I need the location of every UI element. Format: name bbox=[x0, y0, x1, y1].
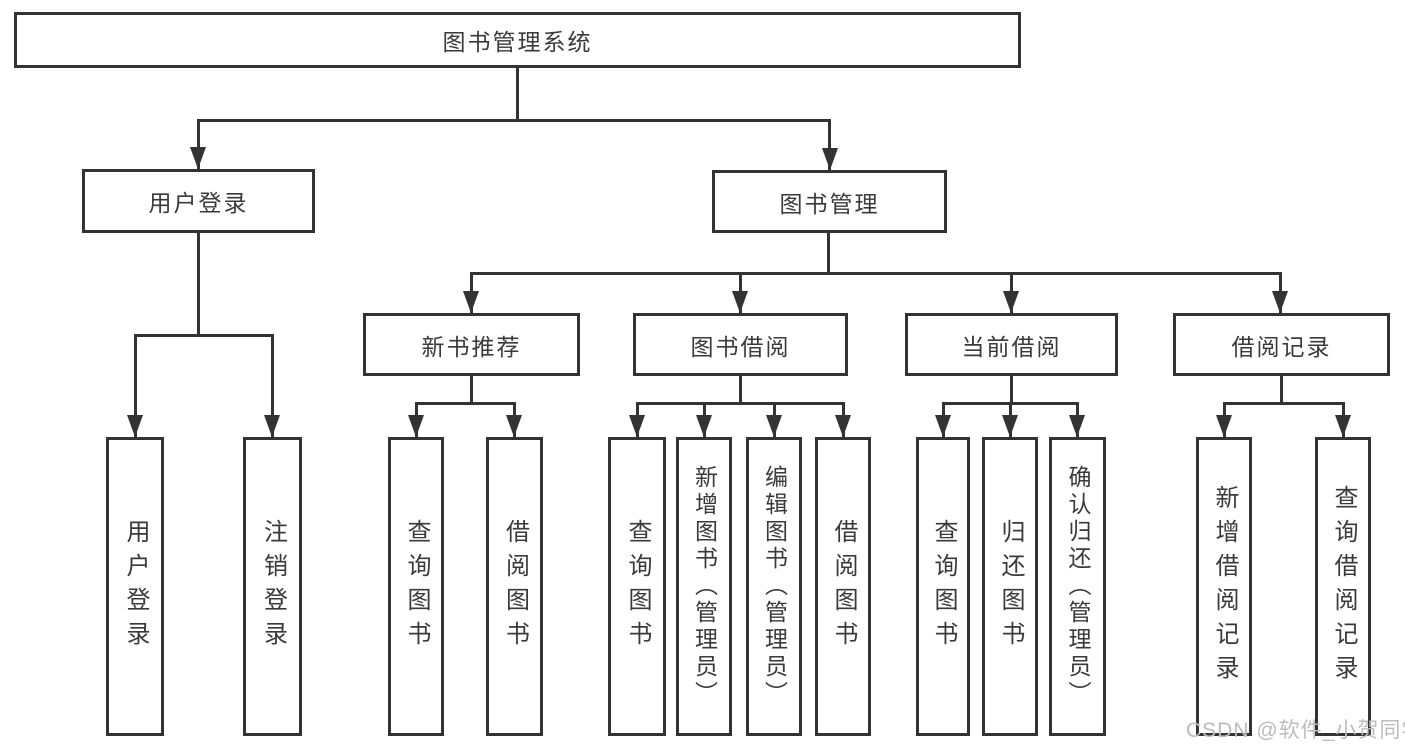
arrow-down-icon bbox=[835, 415, 851, 437]
connector-line bbox=[827, 233, 830, 275]
arrow-down-icon bbox=[822, 148, 838, 170]
leaf-edit-book-admin: 编辑图书（管理员） bbox=[746, 437, 802, 736]
leaf-confirm-return-admin: 确认归还（管理员） bbox=[1049, 437, 1106, 736]
node-label: 图书借阅 bbox=[690, 333, 791, 360]
arrow-down-icon bbox=[408, 415, 424, 437]
leaf-query-books-recommend: 查询图书 bbox=[388, 437, 444, 736]
leaf-borrow-books-recommend: 借阅图书 bbox=[486, 437, 543, 736]
leaf-label: 注销登录 bbox=[259, 518, 287, 655]
node-label: 新书推荐 bbox=[421, 333, 522, 360]
node-label: 用户登录 bbox=[148, 190, 249, 216]
connector-line bbox=[828, 119, 831, 170]
connector-line bbox=[271, 334, 274, 437]
connector-line bbox=[415, 402, 516, 405]
arrow-down-icon bbox=[766, 415, 782, 437]
leaf-add-book-admin: 新增图书（管理员） bbox=[676, 437, 732, 736]
connector-line bbox=[1223, 402, 1344, 405]
leaf-user-login: 用户登录 bbox=[106, 437, 164, 736]
connector-line bbox=[739, 376, 742, 405]
connector-line bbox=[197, 119, 830, 122]
node-user-login: 用户登录 bbox=[82, 169, 315, 233]
arrow-down-icon bbox=[506, 415, 522, 437]
arrow-down-icon bbox=[463, 291, 479, 313]
arrow-down-icon bbox=[1272, 291, 1288, 313]
arrow-down-icon bbox=[127, 415, 143, 437]
node-borrowing-records: 借阅记录 bbox=[1173, 313, 1390, 376]
arrow-down-icon bbox=[732, 291, 748, 313]
arrow-down-icon bbox=[190, 147, 206, 169]
connector-line bbox=[134, 334, 137, 437]
leaf-query-books-borrowing: 查询图书 bbox=[608, 437, 666, 736]
leaf-label: 新增借阅记录 bbox=[1211, 484, 1238, 689]
connector-line bbox=[1280, 376, 1283, 405]
arrow-down-icon bbox=[1003, 291, 1019, 313]
arrow-down-icon bbox=[696, 415, 712, 437]
leaf-label: 归还图书 bbox=[997, 518, 1024, 655]
connector-line bbox=[516, 68, 519, 122]
arrow-down-icon bbox=[264, 415, 280, 437]
leaf-return-books: 归还图书 bbox=[982, 437, 1038, 736]
connector-line bbox=[1010, 376, 1013, 405]
leaf-label: 借阅图书 bbox=[501, 518, 529, 655]
leaf-label: 确认归还（管理员） bbox=[1065, 465, 1091, 708]
connector-line bbox=[197, 233, 200, 337]
leaf-borrow-books: 借阅图书 bbox=[815, 437, 871, 736]
arrow-down-icon bbox=[629, 415, 645, 437]
connector-line bbox=[197, 119, 200, 169]
leaf-label: 新增图书（管理员） bbox=[691, 465, 718, 708]
node-book-management: 图书管理 bbox=[712, 170, 947, 233]
leaf-label: 查询图书 bbox=[624, 518, 651, 655]
node-book-borrowing: 图书借阅 bbox=[633, 313, 848, 376]
csdn-watermark: CSDN @软件_小贺同学 bbox=[1186, 719, 1405, 742]
connector-line bbox=[636, 402, 844, 405]
arrow-down-icon bbox=[1069, 415, 1085, 437]
arrow-down-icon bbox=[1335, 415, 1351, 437]
leaf-query-books-current: 查询图书 bbox=[916, 437, 970, 736]
node-current-borrowing: 当前借阅 bbox=[905, 313, 1118, 376]
leaf-label: 查询借阅记录 bbox=[1330, 484, 1357, 689]
leaf-query-borrow-record: 查询借阅记录 bbox=[1315, 437, 1371, 736]
connector-line bbox=[470, 376, 473, 405]
node-new-book-recommendation: 新书推荐 bbox=[363, 313, 580, 376]
connector-line bbox=[470, 272, 1282, 275]
leaf-logout: 注销登录 bbox=[243, 437, 302, 736]
leaf-label: 用户登录 bbox=[122, 518, 149, 655]
node-library-management-system: 图书管理系统 bbox=[14, 12, 1021, 68]
arrow-down-icon bbox=[1002, 415, 1018, 437]
arrow-down-icon bbox=[1216, 415, 1232, 437]
connector-line bbox=[134, 334, 274, 337]
node-label: 图书管理系统 bbox=[442, 29, 593, 55]
leaf-label: 查询图书 bbox=[930, 518, 957, 655]
leaf-label: 查询图书 bbox=[403, 518, 430, 655]
node-label: 当前借阅 bbox=[961, 333, 1062, 360]
node-label: 借阅记录 bbox=[1231, 333, 1332, 360]
arrow-down-icon bbox=[935, 415, 951, 437]
leaf-add-borrow-record: 新增借阅记录 bbox=[1196, 437, 1252, 736]
leaf-label: 编辑图书（管理员） bbox=[761, 465, 788, 708]
node-label: 图书管理 bbox=[779, 190, 880, 217]
leaf-label: 借阅图书 bbox=[830, 518, 857, 655]
